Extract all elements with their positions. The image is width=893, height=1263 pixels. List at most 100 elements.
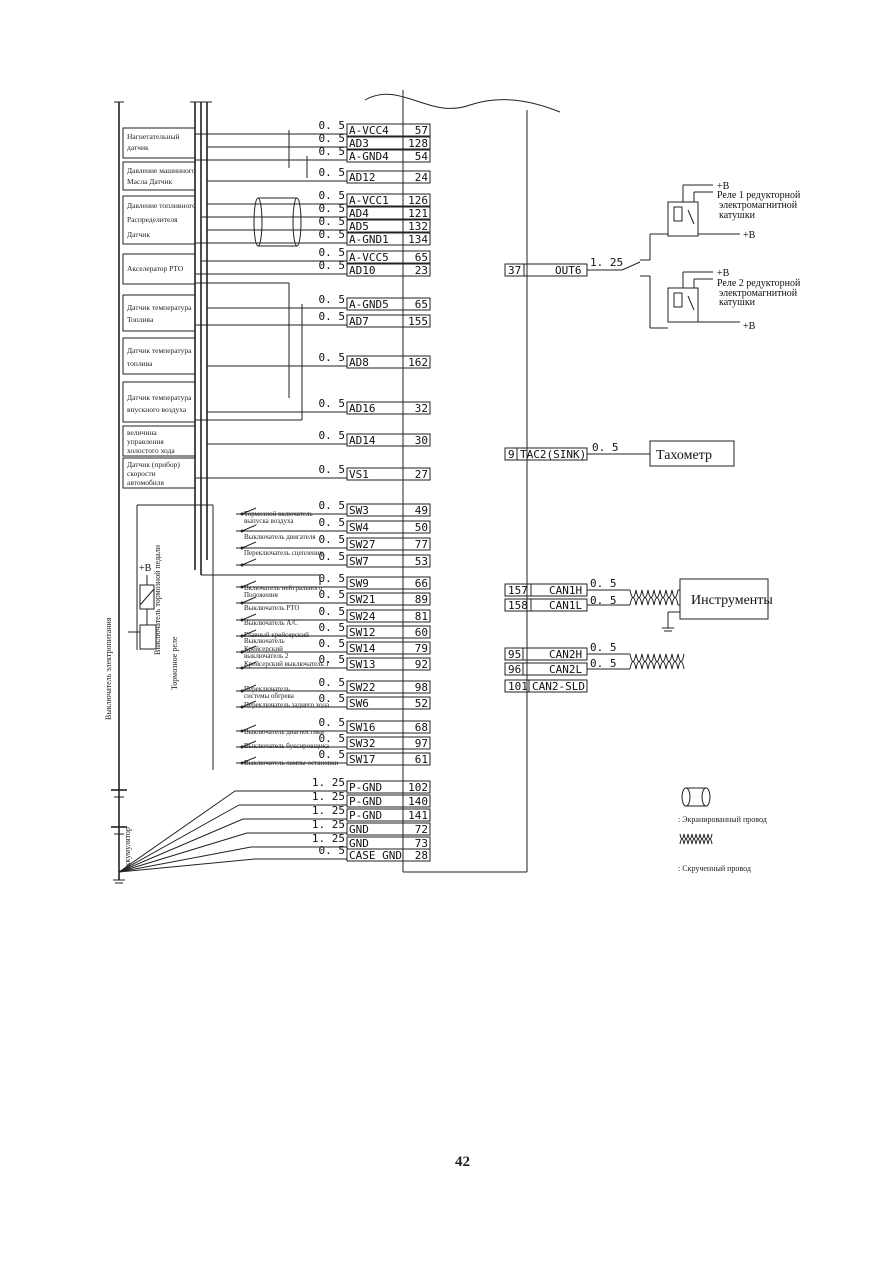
- pin-name: SW24: [349, 610, 376, 623]
- sensor-oil-pressure: Давление машинного Масла Датчик: [122, 161, 196, 191]
- wire-gauge: 1. 25: [312, 818, 345, 831]
- pin-name: A-GND5: [349, 298, 389, 311]
- svg-text:электромагнитной: электромагнитной: [719, 288, 798, 299]
- svg-text:Давление топливного: Давление топливного: [127, 201, 196, 210]
- pin-name: AD16: [349, 402, 376, 415]
- svg-text:Нагнетательный: Нагнетательный: [127, 132, 180, 141]
- switch-label: Положения: [244, 591, 279, 599]
- ecu-pin-row: AD16 32 0. 5: [207, 397, 431, 415]
- wire-gauge: 0. 5: [319, 692, 346, 705]
- pin-number: 141: [408, 809, 428, 822]
- pin-number: 32: [415, 402, 428, 415]
- pin-number: 27: [415, 468, 428, 481]
- wire-gauge: 1. 25: [312, 832, 345, 845]
- wire-gauge: 0. 5: [319, 246, 346, 259]
- gear-relay-2: +B +B Реле 2 редукторной электромагнитно…: [667, 268, 801, 332]
- pin-number: 23: [415, 264, 428, 277]
- pin-name: GND: [349, 837, 369, 850]
- svg-text:95: 95: [508, 648, 521, 661]
- pin-number: 126: [408, 194, 428, 207]
- svg-text:автомобиля: автомобиля: [127, 478, 165, 487]
- wire-gauge: 0. 5: [319, 676, 346, 689]
- wire-gauge: 0. 5: [319, 259, 346, 272]
- pin-number: 72: [415, 823, 428, 836]
- page-number: 42: [455, 1154, 470, 1170]
- wire-gauge: 0. 5: [319, 132, 346, 145]
- wire-gauge: 1. 25: [312, 790, 345, 803]
- wire-gauge: 0. 5: [319, 844, 346, 857]
- pin-number: 128: [408, 137, 428, 150]
- wire-gauge: 0. 5: [319, 202, 346, 215]
- wire-gauge: 0. 5: [319, 653, 346, 666]
- ecu-pin-row: P-GND 102 1. 25: [312, 776, 431, 794]
- pin-name: SW4: [349, 521, 369, 534]
- wire-gauge: 0. 5: [319, 732, 346, 745]
- switch-label: системы обгрева: [244, 692, 295, 700]
- wire-gauge: 0. 5: [319, 463, 346, 476]
- switch-label: выключатель 2: [244, 652, 289, 660]
- wire-gauge: 1. 25: [312, 804, 345, 817]
- svg-text:Акселератор PTO: Акселератор PTO: [127, 264, 184, 273]
- wire-gauge: 0. 5: [319, 397, 346, 410]
- svg-text:157: 157: [508, 584, 528, 597]
- pin-name: A-GND4: [349, 150, 389, 163]
- svg-text:величина: величина: [127, 428, 157, 437]
- pin-name: AD4: [349, 207, 369, 220]
- pin-name: P-GND: [349, 781, 382, 794]
- pin-number: 134: [408, 233, 428, 246]
- pin-name: AD10: [349, 264, 376, 277]
- wire-gauge: 0. 5: [319, 572, 346, 585]
- pin-number: 140: [408, 795, 428, 808]
- wire-gauge: 1. 25: [312, 776, 345, 789]
- wire-gauge: 0. 5: [319, 429, 346, 442]
- svg-text:Тормозное реле: Тормозное реле: [170, 636, 179, 690]
- pin-name: SW22: [349, 681, 376, 694]
- svg-text:TAC2(SINK): TAC2(SINK): [520, 448, 586, 461]
- instruments-label: Инструменты: [691, 593, 773, 608]
- pin-name: SW27: [349, 538, 376, 551]
- pin-number: 24: [415, 171, 429, 184]
- pin-number: 54: [415, 150, 429, 163]
- wire-gauge: 0. 5: [319, 228, 346, 241]
- can2-circuit: 95 CAN2H 0. 5 96 CAN2L 0. 5 101 CAN2-SLD: [504, 641, 685, 693]
- pin-name: SW14: [349, 642, 376, 655]
- pin-name: AD5: [349, 220, 369, 233]
- svg-text:катушки: катушки: [719, 297, 756, 308]
- wire-gauge: 0. 5: [319, 605, 346, 618]
- pin-number: 102: [408, 781, 428, 794]
- wire-gauge: 0. 5: [319, 351, 346, 364]
- switch-label: Выключатель буксировщика: [244, 742, 330, 750]
- pin-number: 28: [415, 849, 428, 862]
- svg-text:+B: +B: [717, 268, 730, 279]
- svg-text:CAN2-SLD: CAN2-SLD: [532, 680, 585, 693]
- pin-name: AD3: [349, 137, 369, 150]
- svg-text:управления: управления: [127, 437, 164, 446]
- pin-number: 65: [415, 251, 428, 264]
- pin-number: 155: [408, 315, 428, 328]
- sensor-boost: Нагнетательный датчик: [122, 127, 196, 159]
- wire-gauge: 0. 5: [319, 748, 346, 761]
- switch-label: выпуска воздуха: [244, 517, 294, 525]
- pin-number: 73: [415, 837, 428, 850]
- pin-name: SW6: [349, 697, 369, 710]
- wire-gauge: 0. 5: [319, 533, 346, 546]
- svg-text:впускного воздуха: впускного воздуха: [127, 405, 187, 414]
- svg-text:холостого хода: холостого хода: [127, 446, 175, 455]
- svg-text:Топлива: Топлива: [127, 315, 154, 324]
- svg-text:Реле 2 редукторной: Реле 2 редукторной: [717, 278, 801, 289]
- shielded-cable-symbol: [253, 197, 302, 247]
